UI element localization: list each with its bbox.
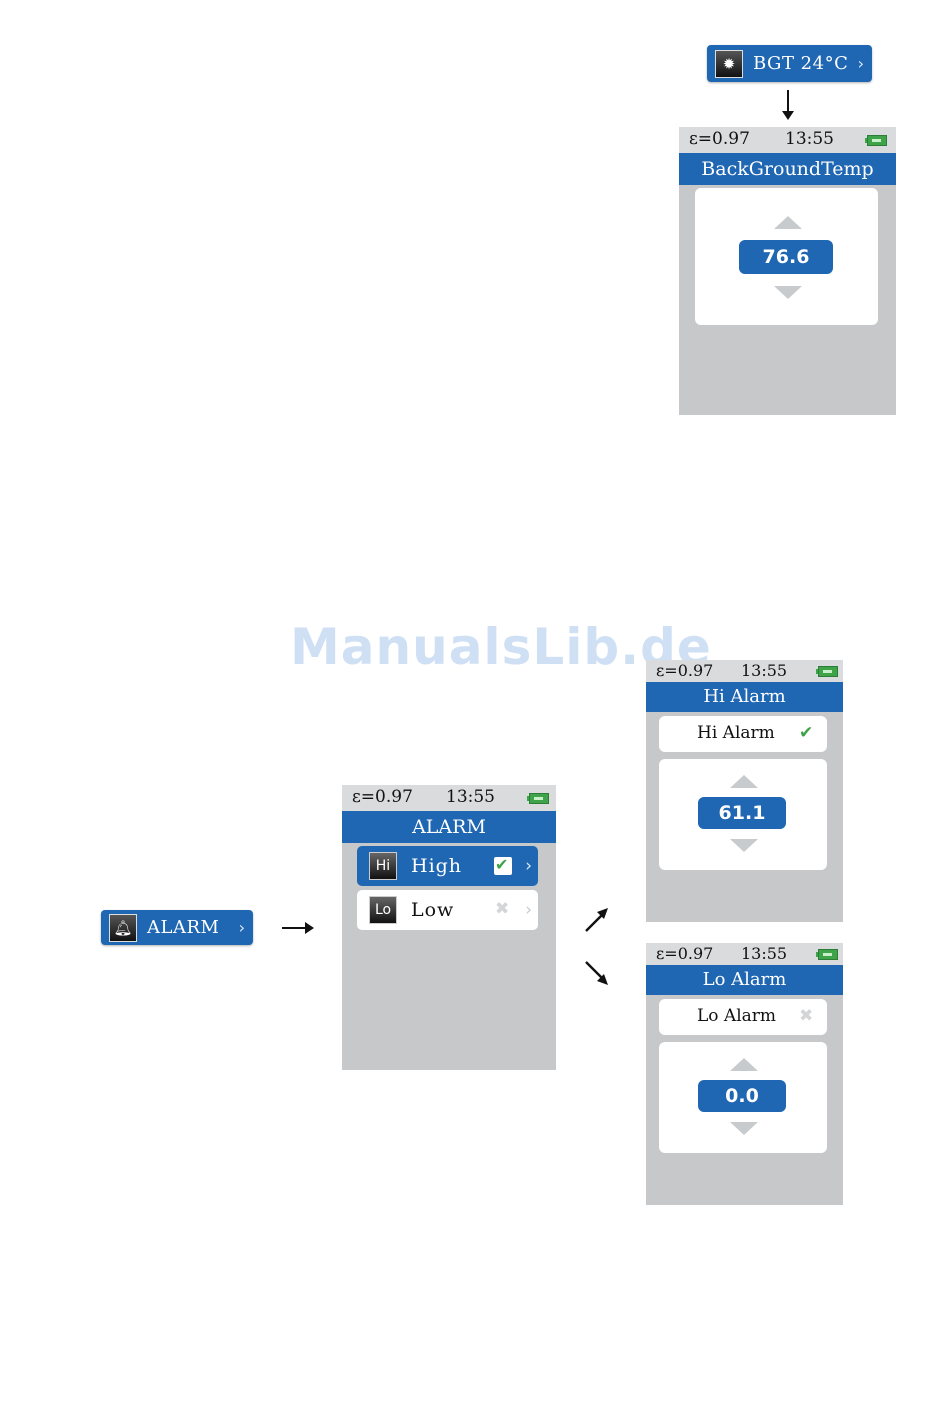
screen-title: Hi Alarm [646,682,843,712]
status-bar: ε=0.97 13:55 [646,943,843,965]
hi-alarm-toggle-row[interactable]: Hi Alarm ✔ [659,716,827,752]
menu-item-label: Low [411,899,454,921]
check-icon: ✔ [495,855,508,874]
chevron-right-icon: › [525,856,532,876]
clock: 13:55 [741,661,787,680]
hi-badge-icon: Hi [369,852,397,880]
alarm-label: ALARM [147,917,219,938]
increase-arrow-icon[interactable] [774,216,802,229]
bgt-screen: ε=0.97 13:55 BackGroundTemp 76.6 [679,127,896,415]
bgt-menu-button[interactable]: ✹ BGT 24°C › [707,45,872,82]
value-display[interactable]: 0.0 [698,1080,786,1112]
value-panel: 76.6 [695,188,878,325]
screen-title: BackGroundTemp [679,153,896,185]
checkbox-checked-icon[interactable]: ✔ [494,857,512,875]
decrease-arrow-icon[interactable] [730,1122,758,1135]
chevron-right-icon: › [525,900,532,920]
status-bar: ε=0.97 13:55 [342,785,556,811]
lo-alarm-screen: ε=0.97 13:55 Lo Alarm Lo Alarm ✖ 0.0 [646,943,843,1205]
menu-item-label: High [411,855,462,877]
value-display[interactable]: 76.6 [739,240,833,274]
chevron-right-icon: › [858,54,864,73]
value-panel: 0.0 [659,1042,827,1153]
emissivity-readout: ε=0.97 [656,661,713,680]
decrease-arrow-icon[interactable] [774,286,802,299]
screen-title: Lo Alarm [646,965,843,995]
hi-alarm-screen: ε=0.97 13:55 Hi Alarm Hi Alarm ✔ 61.1 [646,660,843,922]
battery-icon [529,793,549,804]
emissivity-readout: ε=0.97 [656,944,713,963]
screen-title: ALARM [342,811,556,843]
cross-icon: ✖ [799,1006,813,1026]
clock: 13:55 [446,787,495,807]
battery-icon [818,949,838,960]
cross-icon[interactable]: ✖ [495,899,509,919]
status-bar: ε=0.97 13:55 [679,127,896,153]
status-bar: ε=0.97 13:55 [646,660,843,682]
clock: 13:55 [785,129,834,149]
alarm-screen: ε=0.97 13:55 ALARM Hi High ✔ › Lo Low ✖ … [342,785,556,1070]
toggle-label: Hi Alarm [697,723,775,743]
check-icon: ✔ [799,723,813,743]
increase-arrow-icon[interactable] [730,775,758,788]
decrease-arrow-icon[interactable] [730,839,758,852]
arrows-diagonal [580,900,616,990]
battery-icon [818,666,838,677]
bell-icon: 🔔︎ [109,914,137,942]
arrow-right [282,927,312,929]
battery-icon [867,135,887,146]
arrow-down [787,90,789,118]
sun-icon: ✹ [715,50,743,78]
lo-alarm-toggle-row[interactable]: Lo Alarm ✖ [659,999,827,1035]
menu-item-low[interactable]: Lo Low ✖ › [357,890,538,930]
menu-item-high[interactable]: Hi High ✔ › [357,846,538,886]
alarm-menu-button[interactable]: 🔔︎ ALARM › [101,910,253,945]
lo-badge-icon: Lo [369,896,397,924]
toggle-label: Lo Alarm [697,1006,776,1026]
emissivity-readout: ε=0.97 [689,129,750,149]
chevron-right-icon: › [239,918,245,937]
bgt-label: BGT 24°C [753,53,848,74]
value-panel: 61.1 [659,759,827,870]
clock: 13:55 [741,944,787,963]
value-display[interactable]: 61.1 [698,797,786,829]
increase-arrow-icon[interactable] [730,1058,758,1071]
emissivity-readout: ε=0.97 [352,787,413,807]
